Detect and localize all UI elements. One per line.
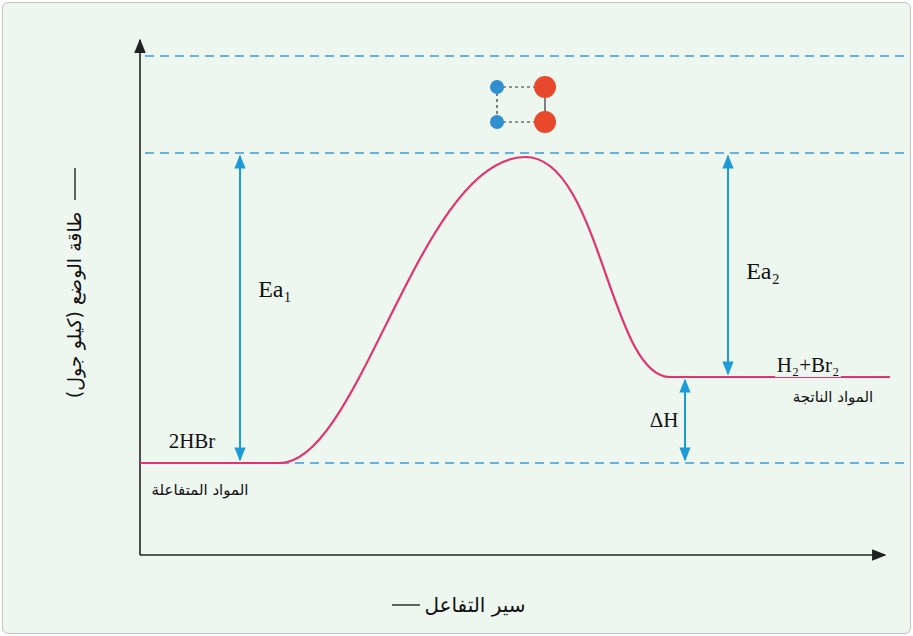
axis-title: سير التفاعل xyxy=(422,594,527,617)
product-formula: H₂+Br₂ xyxy=(775,353,842,377)
activated-complex xyxy=(490,76,556,133)
dashed-guides xyxy=(145,56,905,463)
reactant-caption: المواد المتفاعلة xyxy=(150,482,251,499)
activation-energy-label: Ea₂ xyxy=(744,258,782,286)
activation-energy-label: Ea₁ xyxy=(256,276,294,304)
energy-arrows xyxy=(240,156,728,460)
energy-curve xyxy=(140,157,890,463)
reactant-formula: 2HBr xyxy=(167,429,218,453)
enthalpy-label: ΔH xyxy=(648,408,681,432)
axes xyxy=(75,40,885,605)
axis-title: طاقة الوضع (كيلو جول) xyxy=(64,210,86,401)
product-caption: المواد الناتجة xyxy=(791,389,876,406)
